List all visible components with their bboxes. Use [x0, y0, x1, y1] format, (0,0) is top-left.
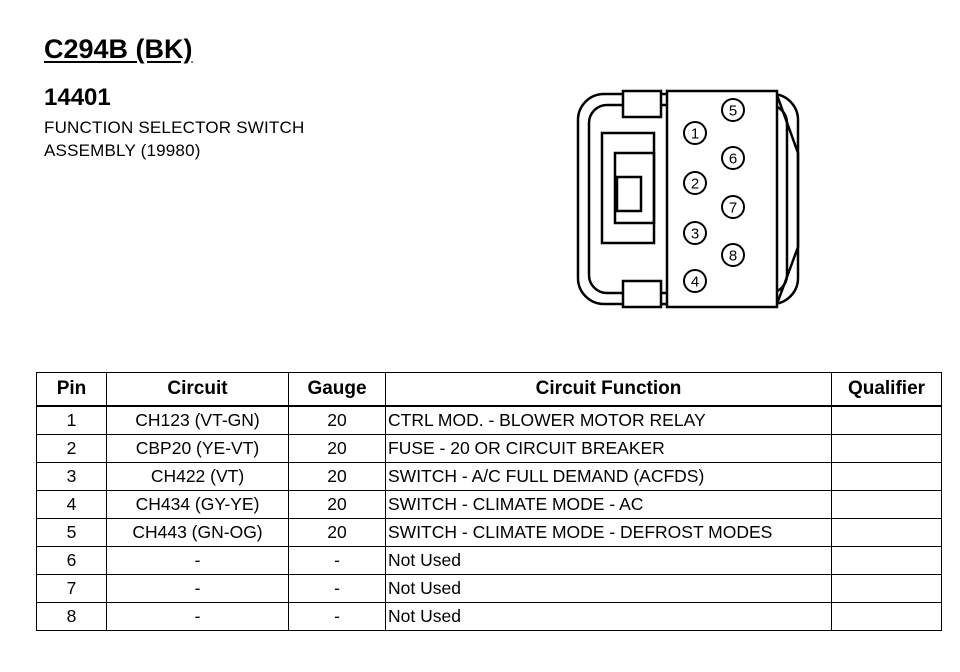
function-cell: Not Used — [385, 546, 832, 575]
qualifier-cell — [831, 574, 942, 603]
function-cell: Not Used — [385, 602, 832, 631]
function-cell: SWITCH - CLIMATE MODE - AC — [385, 490, 832, 519]
connector-lock-middle — [613, 151, 656, 225]
table-row: 3 CH422 (VT) 20 SWITCH - A/C FULL DEMAND… — [36, 462, 942, 491]
connector-lock-outer — [600, 131, 656, 245]
pin-number-label: 5 — [729, 103, 737, 120]
pin-circle — [683, 171, 707, 195]
circuit-cell: CH443 (GN-OG) — [106, 518, 289, 547]
pin-number-label: 1 — [691, 126, 699, 143]
pin-circle — [721, 243, 745, 267]
circuit-cell: - — [106, 546, 289, 575]
pin-circle — [721, 146, 745, 170]
connector-key-wedge — [775, 94, 800, 305]
pin-3-marker: 3 — [683, 221, 707, 245]
qualifier-cell — [831, 518, 942, 547]
circuit-cell: CH422 (VT) — [106, 462, 289, 491]
function-cell: SWITCH - A/C FULL DEMAND (ACFDS) — [385, 462, 832, 491]
table-row: 1 CH123 (VT-GN) 20 CTRL MOD. - BLOWER MO… — [36, 405, 942, 435]
connector-pin-block — [665, 89, 779, 309]
pin-1-marker: 1 — [683, 121, 707, 145]
pin-5-marker: 5 — [721, 98, 745, 122]
column-header-pin: Pin — [36, 372, 107, 407]
gauge-cell: - — [288, 602, 386, 631]
pin-number-label: 8 — [729, 248, 737, 265]
connector-lock-inner — [615, 175, 643, 213]
pin-circle — [683, 121, 707, 145]
pin-4-marker: 4 — [683, 269, 707, 293]
table-row: 4 CH434 (GY-YE) 20 SWITCH - CLIMATE MODE… — [36, 490, 942, 519]
pin-cell: 7 — [36, 574, 107, 603]
pinout-table: Pin Circuit Gauge Circuit Function Quali… — [36, 372, 942, 631]
qualifier-cell — [831, 405, 942, 435]
pin-number-label: 2 — [691, 176, 699, 193]
pin-cell: 5 — [36, 518, 107, 547]
gauge-cell: 20 — [288, 490, 386, 519]
pin-cell: 3 — [36, 462, 107, 491]
circuit-cell: CBP20 (YE-VT) — [106, 434, 289, 463]
gauge-cell: - — [288, 546, 386, 575]
circuit-cell: CH123 (VT-GN) — [106, 405, 289, 435]
column-header-circuit: Circuit — [106, 372, 289, 407]
table-row: 5 CH443 (GN-OG) 20 SWITCH - CLIMATE MODE… — [36, 518, 942, 547]
function-cell: CTRL MOD. - BLOWER MOTOR RELAY — [385, 405, 832, 435]
pin-6-marker: 6 — [721, 146, 745, 170]
gauge-cell: 20 — [288, 462, 386, 491]
pin-circle — [683, 269, 707, 293]
pin-number-label: 7 — [729, 200, 737, 217]
pin-cell: 4 — [36, 490, 107, 519]
pin-circle — [721, 195, 745, 219]
pin-cell: 8 — [36, 602, 107, 631]
function-cell: SWITCH - CLIMATE MODE - DEFROST MODES — [385, 518, 832, 547]
circuit-cell: CH434 (GY-YE) — [106, 490, 289, 519]
pin-circle — [721, 98, 745, 122]
gauge-cell: 20 — [288, 434, 386, 463]
pin-7-marker: 7 — [721, 195, 745, 219]
column-header-gauge: Gauge — [288, 372, 386, 407]
pin-8-marker: 8 — [721, 243, 745, 267]
pin-number-label: 3 — [691, 226, 699, 243]
gauge-cell: 20 — [288, 405, 386, 435]
qualifier-cell — [831, 462, 942, 491]
connector-id: C294B (BK) — [44, 34, 193, 64]
qualifier-cell — [831, 434, 942, 463]
qualifier-cell — [831, 602, 942, 631]
pin-number-label: 4 — [691, 274, 699, 291]
gauge-cell: 20 — [288, 518, 386, 547]
gauge-cell: - — [288, 574, 386, 603]
pin-circle — [683, 221, 707, 245]
table-row: 7 - - Not Used — [36, 574, 942, 603]
table-row: 6 - - Not Used — [36, 546, 942, 575]
circuit-cell: - — [106, 574, 289, 603]
part-number: 14401 — [44, 84, 111, 111]
pinout-header-row: Pin Circuit Gauge Circuit Function Quali… — [36, 372, 942, 407]
component-description-line2: ASSEMBLY (19980) — [44, 141, 201, 160]
table-row: 8 - - Not Used — [36, 602, 942, 631]
column-header-qualifier: Qualifier — [831, 372, 942, 407]
connector-face-diagram: 1 2 3 4 5 6 7 8 — [576, 89, 800, 309]
function-cell: FUSE - 20 OR CIRCUIT BREAKER — [385, 434, 832, 463]
connector-bottom-tab — [621, 279, 663, 309]
pin-number-label: 6 — [729, 151, 737, 168]
column-header-circuit-function: Circuit Function — [385, 372, 832, 407]
table-row: 2 CBP20 (YE-VT) 20 FUSE - 20 OR CIRCUIT … — [36, 434, 942, 463]
pin-cell: 6 — [36, 546, 107, 575]
component-description-line1: FUNCTION SELECTOR SWITCH — [44, 118, 305, 137]
qualifier-cell — [831, 490, 942, 519]
pin-cell: 2 — [36, 434, 107, 463]
function-cell: Not Used — [385, 574, 832, 603]
connector-top-tab — [621, 89, 663, 119]
circuit-cell: - — [106, 602, 289, 631]
qualifier-cell — [831, 546, 942, 575]
pin-cell: 1 — [36, 405, 107, 435]
pin-2-marker: 2 — [683, 171, 707, 195]
